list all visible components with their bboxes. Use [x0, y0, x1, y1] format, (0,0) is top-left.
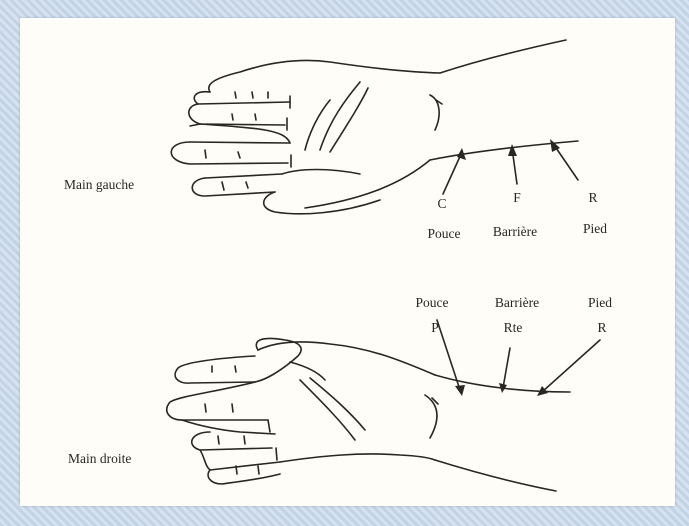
right-thumb-name: Pouce	[416, 295, 449, 311]
left-hand-title: Main gauche	[64, 177, 134, 193]
left-foot-name: Pied	[583, 221, 607, 237]
left-thumb-letter: C	[437, 196, 446, 212]
left-hand-drawing	[171, 40, 578, 214]
left-foot-letter: R	[588, 190, 597, 206]
left-barrier-name: Barrière	[493, 224, 537, 240]
right-thumb-letter: P	[431, 320, 439, 336]
right-hand-drawing	[167, 338, 570, 491]
right-hand-title: Main droite	[68, 451, 131, 467]
left-thumb-name: Pouce	[428, 226, 461, 242]
right-foot-name: Pied	[588, 295, 612, 311]
left-barrier-letter: F	[513, 190, 521, 206]
right-barrier-name: Barrière	[495, 295, 539, 311]
right-foot-letter: R	[597, 320, 606, 336]
right-barrier-letter: Rte	[504, 320, 523, 336]
